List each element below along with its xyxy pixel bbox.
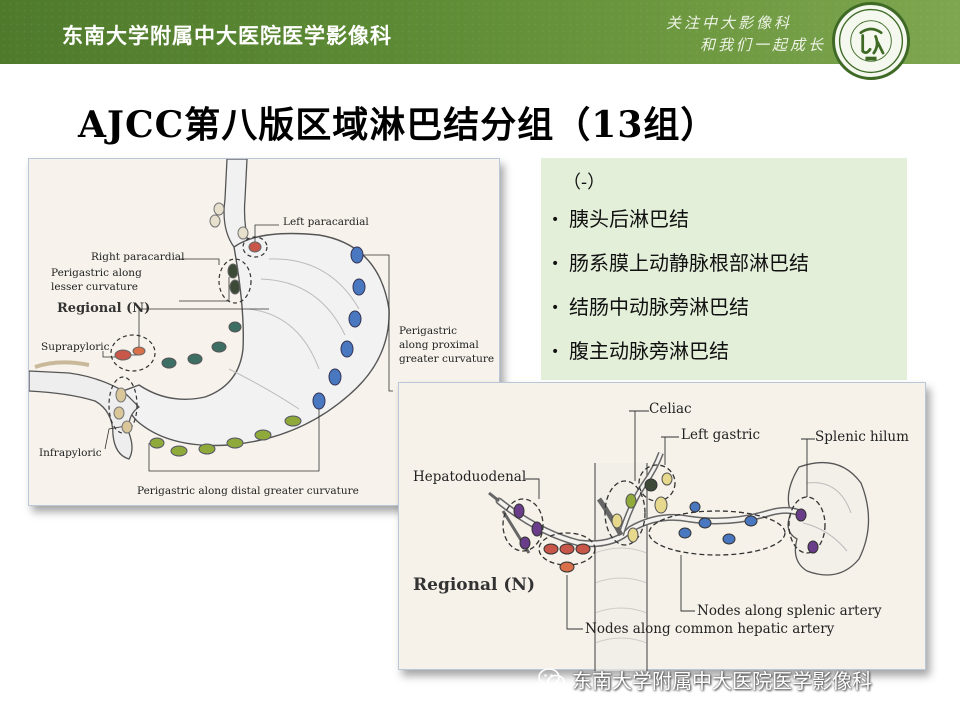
label-right-paracardial: Right paracardial bbox=[91, 251, 184, 263]
label-suprapyloric: Suprapyloric bbox=[41, 341, 110, 353]
list-item-text: 肠系膜上动静脉根部淋巴结 bbox=[569, 251, 809, 275]
label-left-paracardial: Left paracardial bbox=[283, 216, 369, 228]
list-item-text: 结肠中动脉旁淋巴结 bbox=[569, 295, 749, 319]
list-item: •肠系膜上动静脉根部淋巴结 bbox=[551, 248, 809, 292]
bullet-icon: • bbox=[551, 205, 569, 235]
wechat-icon bbox=[538, 667, 566, 691]
label-regional-n: Regional (N) bbox=[57, 301, 150, 316]
list-item-text: 胰头后淋巴结 bbox=[569, 207, 689, 231]
watermark: 东南大学附属中大医院医学影像科 bbox=[538, 664, 872, 694]
label-hepatoduodenal: Hepatoduodenal bbox=[413, 469, 526, 485]
label-perigastric-proximal-3: greater curvature bbox=[399, 353, 494, 365]
label-splenic-artery: Nodes along splenic artery bbox=[697, 603, 882, 619]
bullet-icon: • bbox=[551, 337, 569, 367]
label-perigastric-proximal-1: Perigastric bbox=[399, 325, 457, 337]
label-perigastric-distal: Perigastric along distal greater curvatu… bbox=[137, 485, 359, 497]
list-item: •腹主动脉旁淋巴结 bbox=[551, 336, 809, 380]
list-item-text: 腹主动脉旁淋巴结 bbox=[569, 339, 729, 363]
header-banner: 东南大学附属中大医院医学影像科 关注中大影像科 和我们一起成长 bbox=[0, 0, 960, 64]
hospital-seal-icon bbox=[832, 2, 910, 80]
label-perigastric-lesser-1: Perigastric along bbox=[51, 267, 142, 279]
label-regional-n: Regional (N) bbox=[413, 575, 535, 595]
list-item: •结肠中动脉旁淋巴结 bbox=[551, 292, 809, 336]
label-infrapyloric: Infrapyloric bbox=[39, 447, 102, 459]
label-celiac: Celiac bbox=[649, 401, 692, 417]
department-name: 东南大学附属中大医院医学影像科 bbox=[62, 20, 392, 50]
label-splenic-hilum: Splenic hilum bbox=[815, 429, 909, 445]
celiac-illustration: Celiac Left gastric Splenic hilum Hepato… bbox=[398, 382, 926, 670]
list-subtitle: （-） bbox=[563, 168, 605, 194]
label-perigastric-proximal-2: along proximal bbox=[399, 339, 479, 351]
bullet-icon: • bbox=[551, 293, 569, 323]
slogan-line-2: 和我们一起成长 bbox=[700, 34, 826, 55]
bullet-icon: • bbox=[551, 249, 569, 279]
list-item: •胰头后淋巴结 bbox=[551, 204, 809, 248]
label-common-hepatic: Nodes along common hepatic artery bbox=[585, 621, 834, 637]
watermark-text: 东南大学附属中大医院医学影像科 bbox=[572, 665, 872, 694]
excluded-nodes-list: （-） •胰头后淋巴结 •肠系膜上动静脉根部淋巴结 •结肠中动脉旁淋巴结 •腹主… bbox=[541, 158, 907, 380]
node-list: •胰头后淋巴结 •肠系膜上动静脉根部淋巴结 •结肠中动脉旁淋巴结 •腹主动脉旁淋… bbox=[551, 204, 809, 380]
page-title: AJCC第八版区域淋巴结分组（13组） bbox=[78, 96, 717, 148]
label-perigastric-lesser-2: lesser curvature bbox=[51, 281, 138, 293]
label-left-gastric: Left gastric bbox=[681, 427, 760, 443]
slogan-line-1: 关注中大影像科 bbox=[666, 12, 792, 33]
